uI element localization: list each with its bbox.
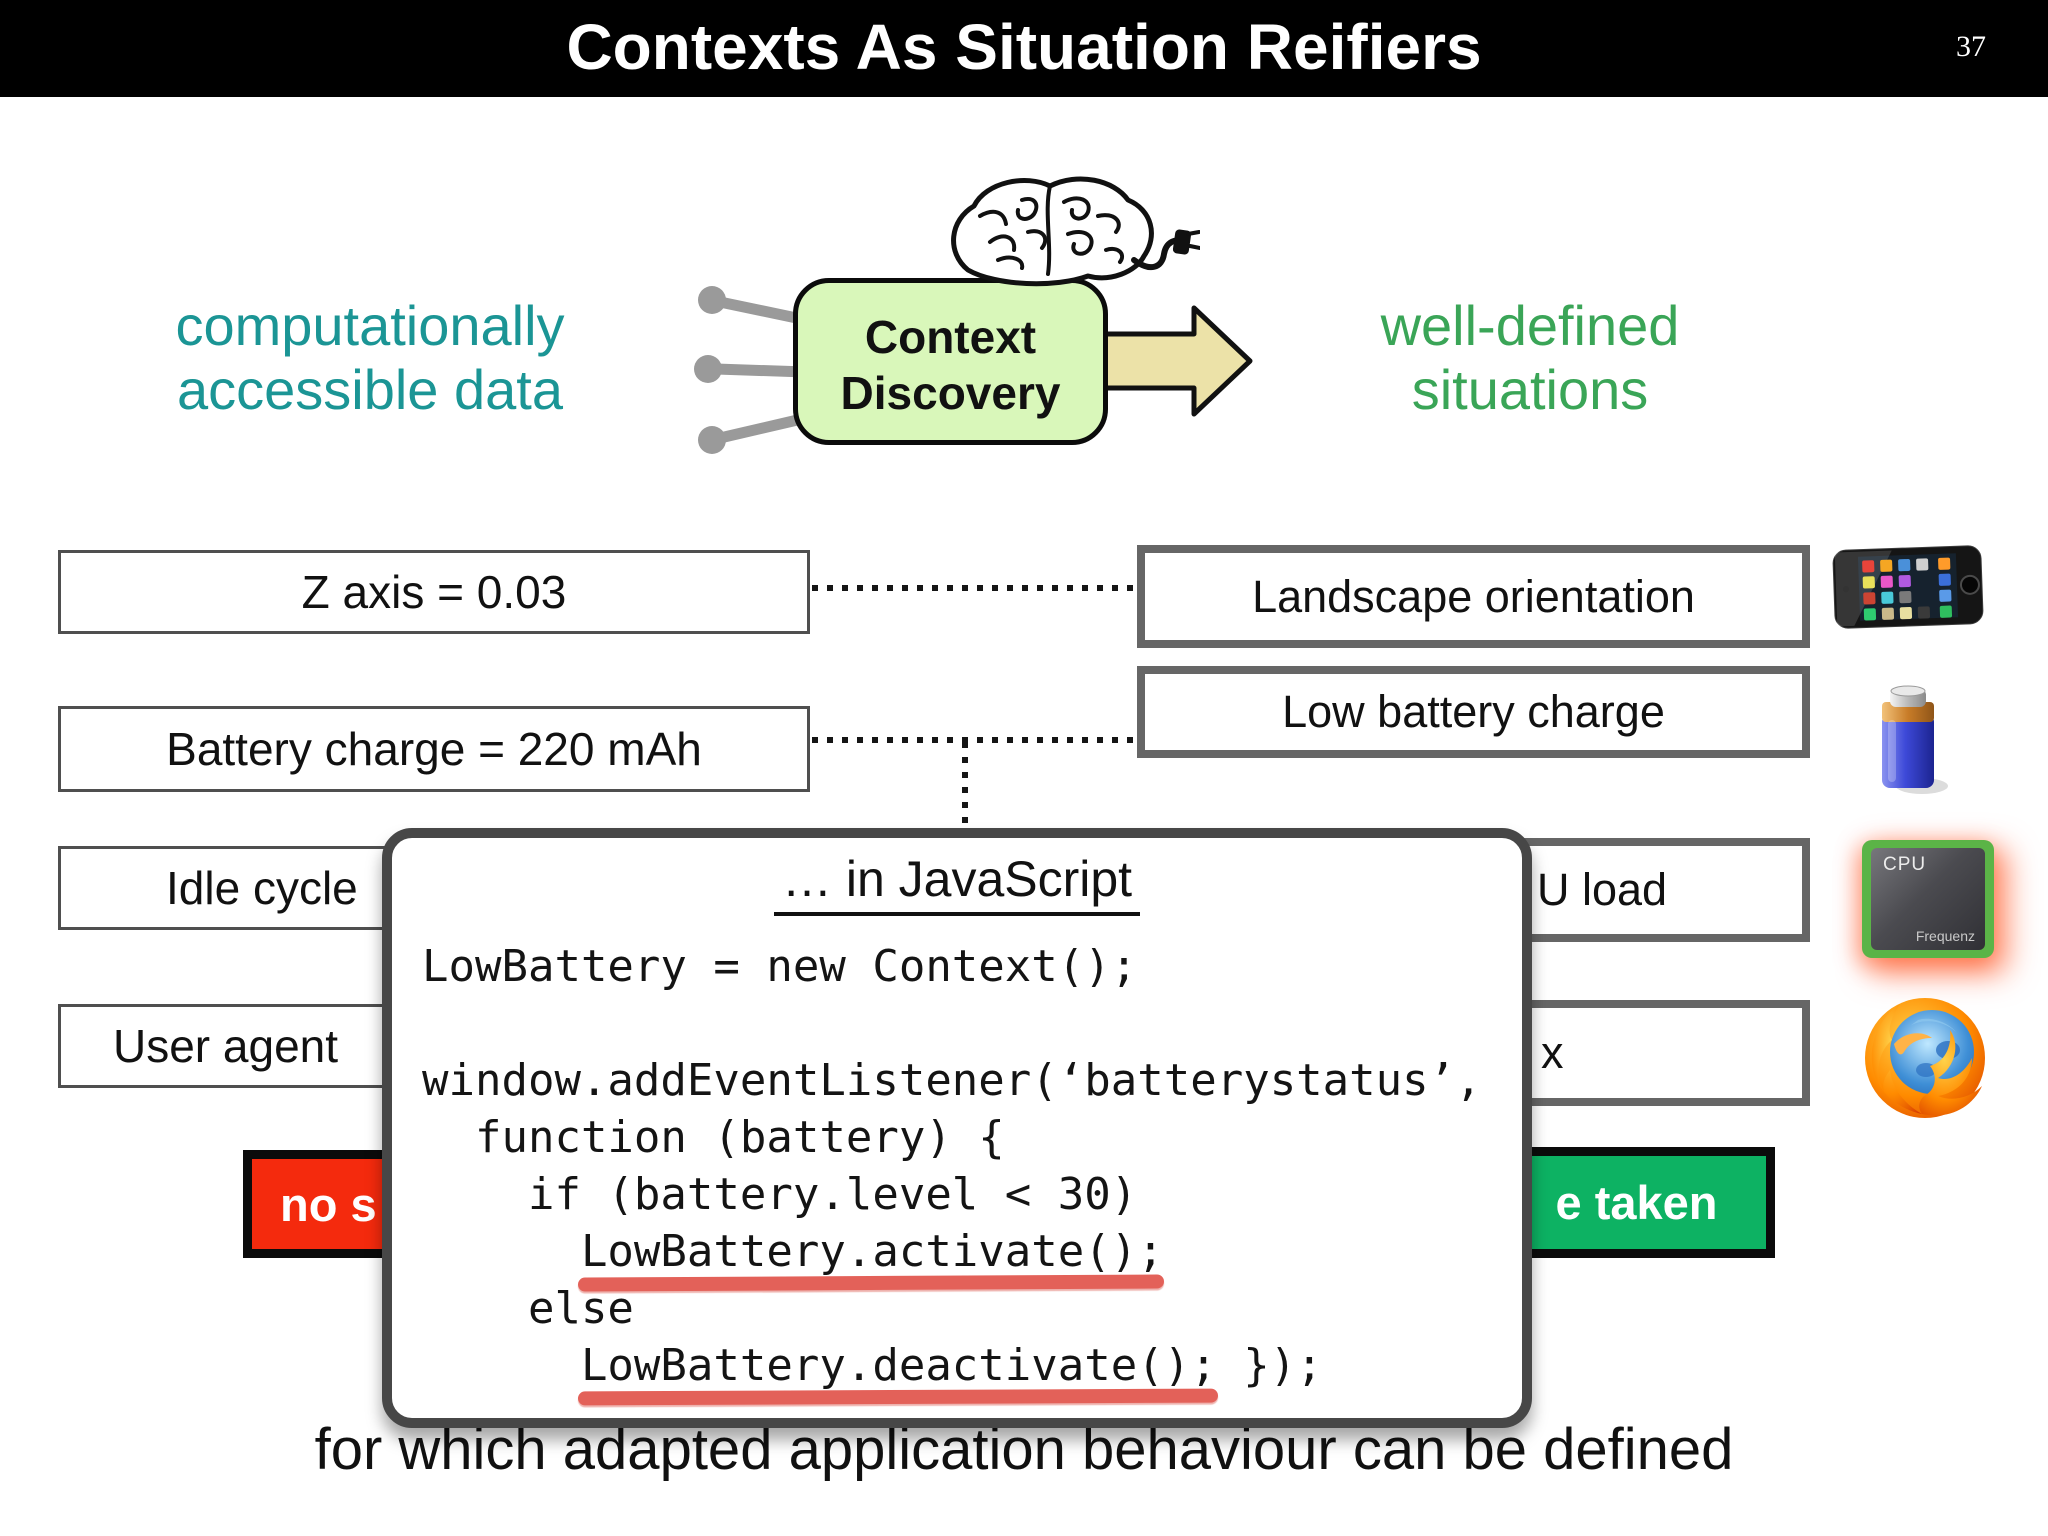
javascript-popup: … in JavaScript LowBattery = new Context… — [382, 828, 1532, 1428]
code-line: LowBattery.deactivate(); }); — [422, 1340, 1323, 1391]
cpu-icon: CPU Frequenz — [1862, 840, 1994, 958]
code-line: if (battery.level < 30) — [422, 1169, 1138, 1220]
code-line: else — [422, 1283, 634, 1334]
dotted-connector-row1 — [812, 585, 1137, 591]
firefox-icon — [1865, 998, 1985, 1118]
code-line: function (battery) { — [422, 1112, 1005, 1163]
title-bar: Contexts As Situation Reifiers 37 — [0, 0, 2048, 97]
data-box-z-axis: Z axis = 0.03 — [58, 550, 810, 634]
situation-box-low-battery: Low battery charge — [1137, 666, 1810, 758]
red-underline-deactivate — [577, 1388, 1219, 1406]
code-line: LowBattery = new Context(); — [422, 941, 1138, 992]
popup-title: … in JavaScript — [392, 850, 1522, 916]
cpu-label: CPU — [1883, 854, 1927, 875]
battery-icon — [1882, 685, 1948, 794]
context-box-line2: Discovery — [840, 367, 1061, 419]
cpu-die: CPU Frequenz — [1871, 848, 1985, 950]
probe-pins-icon — [694, 286, 812, 454]
popup-title-text: … in JavaScript — [773, 851, 1141, 916]
output-label-line1: well-defined — [1380, 294, 1680, 357]
page-title: Contexts As Situation Reifiers — [566, 11, 1482, 83]
data-box-battery: Battery charge = 220 mAh — [58, 706, 810, 792]
iphone-icon — [1832, 545, 1984, 629]
input-label-line2: accessible data — [176, 358, 563, 421]
cpu-frequency-label: Frequenz — [1915, 928, 1975, 944]
input-label: computationally accessible data — [80, 294, 660, 422]
arrow-right-icon — [1102, 305, 1253, 417]
output-label: well-defined situations — [1245, 294, 1815, 422]
input-label-line1: computationally — [175, 294, 565, 357]
brain-plug-icon — [951, 176, 1200, 287]
dotted-connector-row2 — [812, 737, 1137, 743]
code-line — [422, 995, 1512, 1052]
negative-badge-label: no s — [280, 1177, 377, 1231]
code-line: LowBattery.activate(); — [422, 1226, 1164, 1277]
situation-box-landscape: Landscape orientation — [1137, 545, 1810, 648]
dotted-connector-to-popup — [962, 742, 968, 830]
output-label-line2: situations — [1411, 358, 1649, 421]
slide-number: 37 — [1956, 30, 1986, 63]
code-line: window.addEventListener(‘batterystatus’, — [422, 1055, 1482, 1106]
context-box-line1: Context — [864, 311, 1037, 363]
context-discovery-box: Context Discovery — [793, 278, 1108, 445]
code-block: LowBattery = new Context(); window.addEv… — [422, 938, 1512, 1394]
positive-badge: e taken — [1498, 1147, 1775, 1258]
positive-badge-label: e taken — [1555, 1176, 1718, 1229]
